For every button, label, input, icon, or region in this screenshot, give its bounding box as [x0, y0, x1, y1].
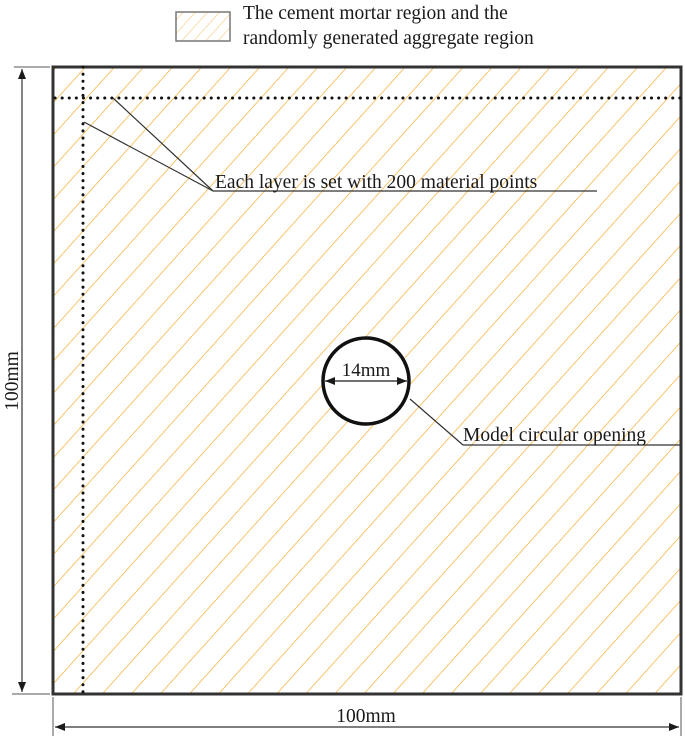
- diameter-label: 14mm: [342, 360, 391, 381]
- legend-swatch: [175, 11, 231, 42]
- opening-leader: [409, 398, 681, 446]
- material-points-leader: [83, 97, 597, 192]
- specimen-border: [51, 65, 683, 696]
- legend-label-line1: The cement mortar region and the: [243, 3, 508, 24]
- width-label: 100mm: [336, 706, 396, 727]
- width-dimension: 100mm: [52, 697, 682, 736]
- height-label: 100mm: [2, 351, 23, 411]
- legend-label-line2: randomly generated aggregate region: [243, 28, 534, 49]
- height-dimension: 100mm: [2, 66, 50, 695]
- material-points-label: Each layer is set with 200 material poin…: [215, 172, 537, 193]
- legend: The cement mortar region and the randoml…: [175, 3, 534, 49]
- opening-label: Model circular opening: [463, 425, 646, 446]
